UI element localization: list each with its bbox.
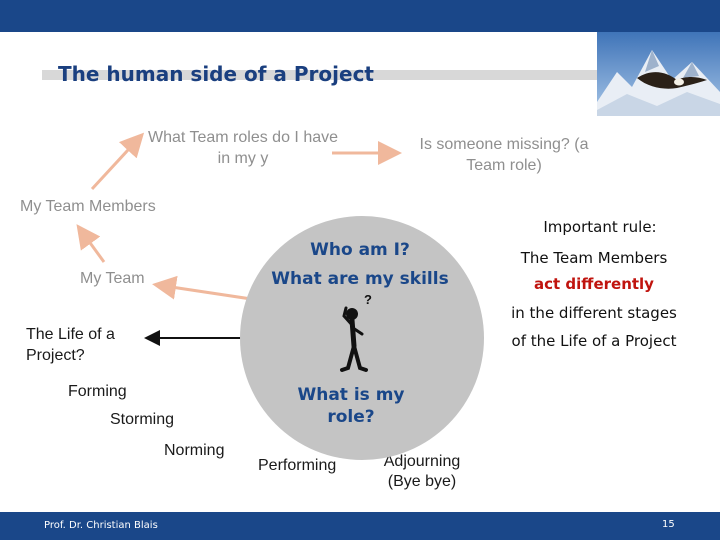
skills-label: What are my skills bbox=[271, 269, 449, 289]
life-of-project-question: The Life of a Project? bbox=[26, 326, 115, 364]
rule-line-1: The Team Members bbox=[520, 249, 668, 267]
center-circle bbox=[240, 216, 484, 460]
thinking-person-icon bbox=[340, 306, 368, 372]
missing-role-question: Is someone missing? (a Team role) bbox=[419, 136, 589, 174]
thinking-person-figure: ? bbox=[330, 292, 380, 376]
who-am-i-label: Who am I? bbox=[310, 240, 410, 260]
bottom-bar bbox=[0, 512, 720, 540]
stage-performing: Performing bbox=[258, 457, 337, 474]
footer-author: Prof. Dr. Christian Blais bbox=[44, 520, 158, 531]
stage-storming: Storming bbox=[110, 411, 175, 428]
title-band bbox=[42, 70, 602, 80]
rule-line-3: in the different stages bbox=[511, 304, 677, 322]
my-team-members-label: My Team Members bbox=[20, 198, 156, 215]
team-roles-question: What Team roles do I have in my y bbox=[147, 129, 339, 167]
role-question-label: What is my role? bbox=[297, 385, 405, 427]
stage-adjourning: Adjourning (Bye bye) bbox=[383, 453, 461, 490]
page-number: 15 bbox=[662, 519, 675, 530]
my-team-label: My Team bbox=[80, 270, 145, 287]
stage-forming: Forming bbox=[68, 383, 127, 400]
eagle-photo bbox=[597, 32, 720, 116]
rule-line-2: act differently bbox=[534, 275, 654, 293]
arrow-myteam-to-members bbox=[76, 224, 106, 263]
eagle-image bbox=[597, 32, 720, 116]
rule-heading: Important rule: bbox=[543, 218, 657, 236]
rule-line-4: of the Life of a Project bbox=[511, 332, 677, 350]
top-bar bbox=[0, 0, 720, 32]
stage-norming: Norming bbox=[164, 442, 225, 459]
question-mark: ? bbox=[364, 292, 372, 307]
arrow-members-to-roles bbox=[90, 132, 145, 191]
arrow-circle-to-myteam bbox=[152, 275, 259, 302]
slide-title: The human side of a Project bbox=[58, 62, 374, 86]
